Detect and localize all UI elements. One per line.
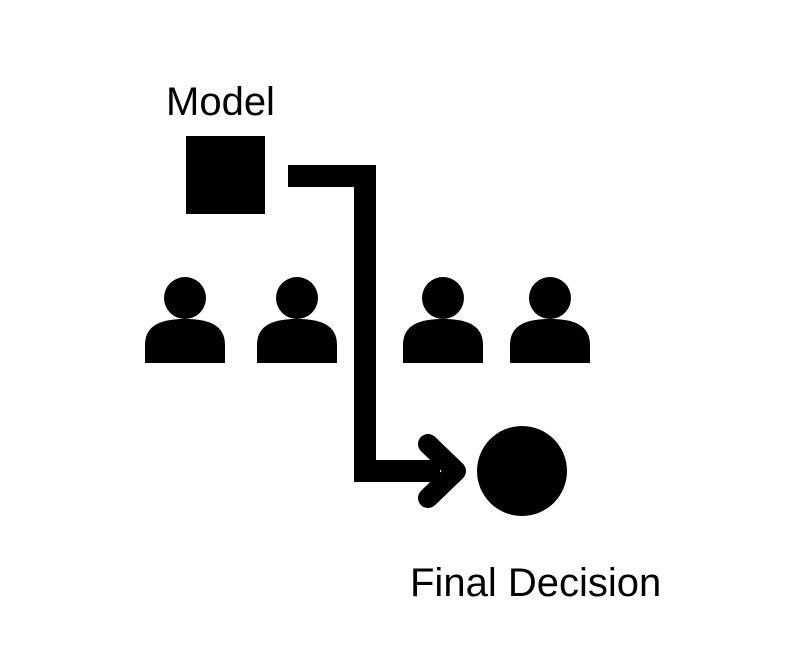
arrowhead-icon	[418, 434, 466, 508]
person-icon	[145, 277, 225, 363]
person-icon	[257, 277, 337, 363]
person-icon	[510, 277, 590, 363]
model-square-icon	[186, 136, 265, 214]
decision-circle-icon	[477, 426, 567, 516]
model-to-decision-arrow	[288, 165, 466, 508]
model-label: Model	[166, 80, 275, 124]
person-icon	[403, 277, 483, 363]
final-decision-label: Final Decision	[410, 561, 662, 605]
